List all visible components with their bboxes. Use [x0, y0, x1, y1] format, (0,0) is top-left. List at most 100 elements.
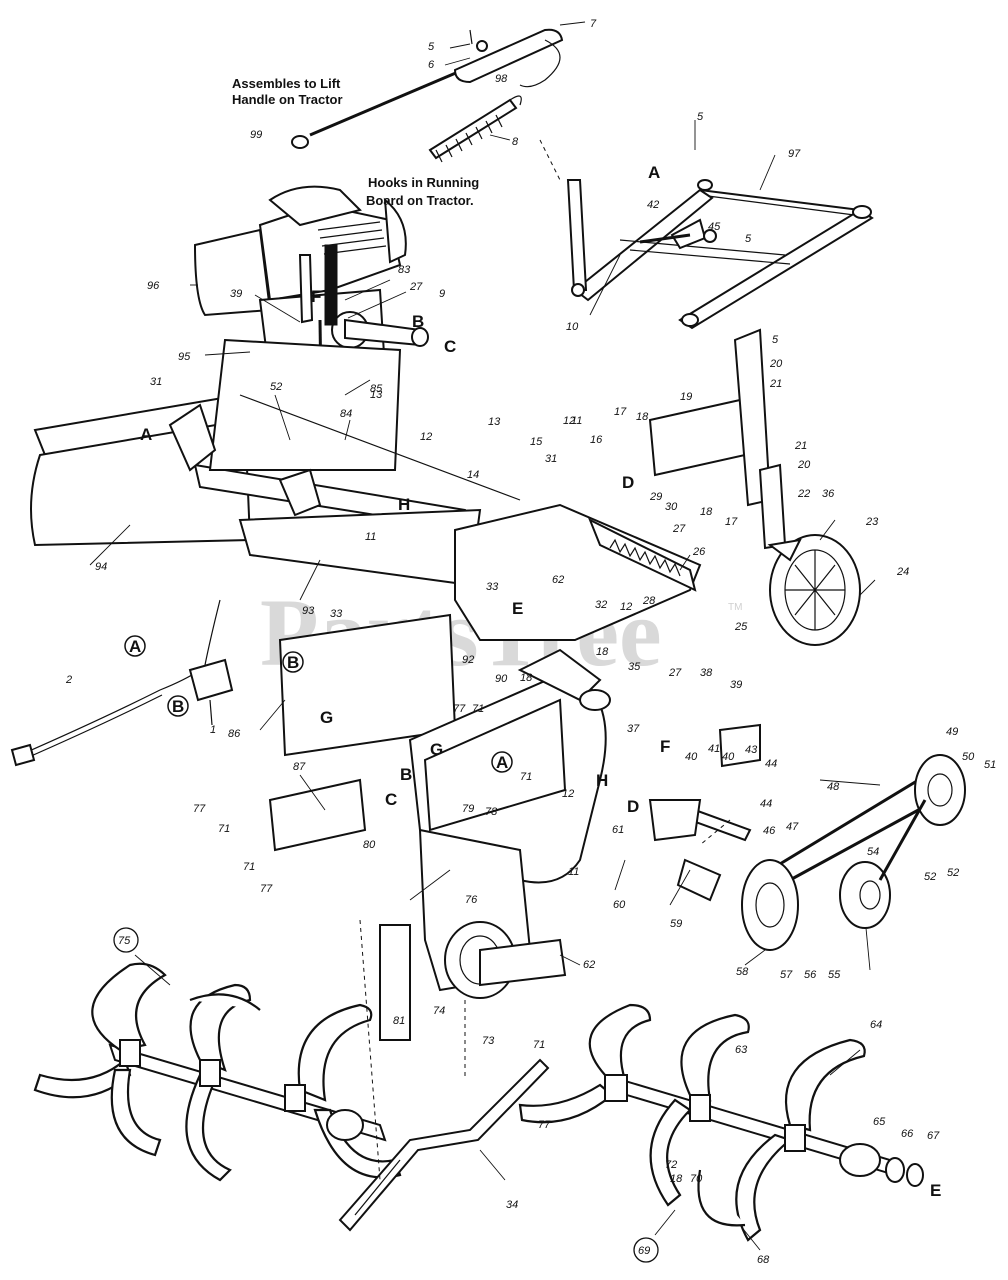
tine-assembly-right	[518, 1003, 924, 1242]
hitch-frame	[566, 179, 874, 330]
ref-letter-d: D	[622, 473, 634, 492]
part-number: 31	[545, 453, 557, 465]
part-number: 25	[734, 621, 748, 633]
part-number: 54	[867, 846, 879, 858]
part-number: 18	[520, 672, 533, 684]
part-number: 52	[947, 867, 959, 879]
part-number: 79	[462, 803, 474, 815]
part-number: 73	[482, 1035, 495, 1047]
ref-letter-g: G	[320, 708, 333, 727]
ref-letter-e: E	[930, 1181, 941, 1200]
ref-letter-b-circled: B	[172, 697, 184, 716]
ref-letter-h: H	[398, 495, 410, 514]
ref-letter-e: E	[512, 599, 523, 618]
part-number: 17	[614, 406, 627, 418]
ref-letter-b-circled: B	[287, 653, 299, 672]
part-number: 14	[467, 469, 479, 481]
part-number: 96	[147, 280, 160, 292]
part-number: 76	[465, 894, 478, 906]
part-number: 61	[612, 824, 624, 836]
part-number: 40	[722, 751, 735, 763]
ref-letter-d: D	[627, 797, 639, 816]
part-number: 20	[769, 358, 783, 370]
note-running-board-line1: Hooks in Running	[368, 175, 479, 190]
part-number: 62	[583, 959, 595, 971]
part-number: 13	[370, 389, 383, 401]
belt-drive-assembly	[648, 723, 966, 951]
part-number: 95	[178, 351, 191, 363]
part-number: 84	[340, 408, 352, 420]
part-number: 94	[95, 561, 107, 573]
part-number: 30	[665, 501, 678, 513]
part-number: 5	[697, 111, 704, 123]
ref-letter-b: B	[412, 312, 424, 331]
assembly-notes: Assembles to Lift Handle on Tractor Hook…	[232, 76, 479, 208]
part-number: 77	[193, 803, 206, 815]
part-number: 67	[927, 1130, 940, 1142]
part-number: 35	[628, 661, 641, 673]
part-number: 19	[680, 391, 692, 403]
ref-letter-a-circled: A	[129, 637, 141, 656]
part-number: 72	[665, 1159, 677, 1171]
part-number: 81	[393, 1015, 405, 1027]
tiller-frame	[30, 338, 702, 641]
part-number: 22	[797, 488, 810, 500]
ref-letter-a-circled: A	[496, 753, 508, 772]
part-number: 27	[672, 523, 686, 535]
part-number: 12	[420, 431, 432, 443]
part-number: 10	[566, 321, 579, 333]
part-number: 18	[636, 411, 649, 423]
part-number: 83	[398, 264, 411, 276]
watermark-trademark: TM	[728, 602, 742, 613]
part-number: 27	[409, 281, 423, 293]
part-number: 57	[780, 969, 793, 981]
part-number: 80	[363, 839, 376, 851]
note-running-board-line2: Board on Tractor.	[366, 193, 474, 208]
part-number: 39	[730, 679, 742, 691]
part-number: 52	[270, 381, 282, 393]
part-number: 21	[769, 378, 782, 390]
part-number: 15	[530, 436, 543, 448]
part-number: 86	[228, 728, 241, 740]
reference-letters: A A F B C H D E G G B C H D F E A B B A	[124, 163, 941, 1200]
chain-case-housing	[268, 613, 611, 1041]
part-number: 71	[520, 771, 532, 783]
part-number-circled: 75	[118, 935, 131, 947]
part-number: 77	[453, 703, 466, 715]
part-number: 23	[865, 516, 879, 528]
part-number: 51	[984, 759, 996, 771]
part-number: 24	[896, 566, 909, 578]
depth-gauge-bracket	[588, 517, 697, 592]
part-number: 18	[670, 1173, 683, 1185]
part-number: 66	[901, 1128, 914, 1140]
part-number: 21	[794, 440, 807, 452]
part-number: 5	[428, 41, 435, 53]
part-number: 39	[230, 288, 242, 300]
part-number: 44	[765, 758, 777, 770]
part-number: 77	[260, 883, 273, 895]
tine-assembly-left	[33, 962, 402, 1182]
part-number: 7	[590, 18, 597, 30]
part-number: 31	[150, 376, 162, 388]
ref-letter-c: C	[444, 337, 456, 356]
part-number: 2	[65, 674, 72, 686]
part-number: 52	[924, 871, 936, 883]
part-number: 43	[745, 744, 758, 756]
ref-letter-a: A	[648, 163, 660, 182]
part-number: 60	[613, 899, 626, 911]
part-number: 20	[797, 459, 811, 471]
part-number: 46	[763, 825, 776, 837]
part-number: 92	[462, 654, 474, 666]
part-number: 70	[690, 1173, 703, 1185]
part-number: 12	[563, 415, 575, 427]
part-number: 49	[946, 726, 958, 738]
part-number: 5	[745, 233, 752, 245]
ref-letter-b: B	[400, 765, 412, 784]
part-number: 71	[533, 1039, 545, 1051]
part-number: 38	[700, 667, 713, 679]
part-number: 47	[786, 821, 799, 833]
ref-letter-h: H	[596, 771, 608, 790]
part-number: 59	[670, 918, 682, 930]
part-number: 99	[250, 129, 262, 141]
part-number: 44	[760, 798, 772, 810]
